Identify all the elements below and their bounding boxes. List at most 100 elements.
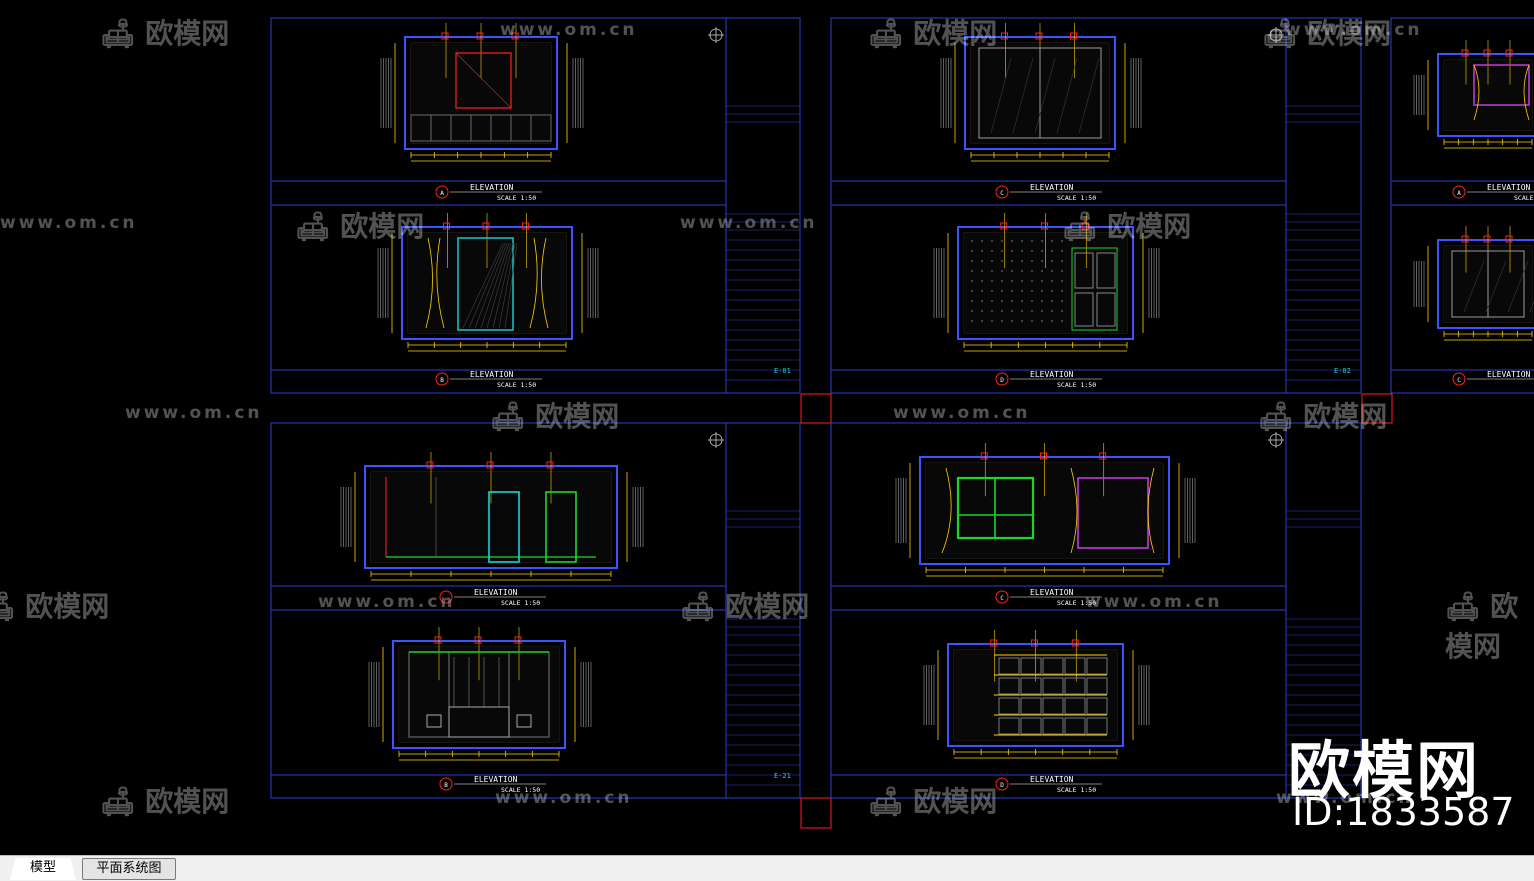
tile-dot (1041, 290, 1043, 292)
glass-hatch (474, 242, 508, 329)
tile-dot (1021, 260, 1023, 262)
view-title-text: ELEVATION (1030, 370, 1074, 379)
marker-tag (1041, 222, 1048, 230)
marker-tag (1099, 452, 1107, 460)
tab-model[interactable]: 模型 (10, 858, 76, 880)
sheet-number: E-21 (774, 772, 791, 780)
glass-hatch (990, 57, 1012, 134)
view-callout-circle (1452, 372, 1466, 386)
marker-tag (980, 452, 988, 460)
brand-watermark: 🛋 欧模网 (100, 17, 230, 50)
marker-tag (1081, 222, 1089, 230)
sheet-connector-marker (800, 797, 832, 829)
shelf-cell (1086, 697, 1108, 715)
shelf-cell (1020, 657, 1042, 675)
view-callout-circle (1452, 185, 1466, 199)
elevation-view (1413, 40, 1534, 149)
view-callout-circle (435, 372, 449, 386)
tile-dot (991, 270, 993, 272)
shelf-cell (1064, 717, 1086, 735)
marker-tag (476, 32, 484, 40)
tile-dot (1051, 280, 1053, 282)
site-watermark: www.om.cn (1285, 20, 1423, 40)
glass-hatch (1485, 260, 1507, 313)
marker-tag (522, 222, 529, 230)
door-frame (1071, 247, 1118, 331)
view-title-text: ELEVATION (474, 775, 518, 784)
drawer (530, 114, 552, 142)
tile-dot (1041, 300, 1043, 302)
view-title-text: ELEVATION (1487, 370, 1531, 379)
tile-dot (971, 280, 973, 282)
tile-dot (1061, 240, 1063, 242)
tile-dot (1021, 240, 1023, 242)
tile-dot (1051, 300, 1053, 302)
tile-dot (1001, 250, 1003, 252)
view-callout-circle (439, 590, 453, 604)
tile-dot (1031, 310, 1033, 312)
tile-dot (991, 250, 993, 252)
curtain (425, 237, 549, 329)
brand-watermark: 🛋 欧模网 (100, 785, 230, 818)
tile-dot (971, 260, 973, 262)
tile-dot (1031, 300, 1033, 302)
marker-tag (1461, 49, 1469, 57)
panel-diagonal (455, 52, 512, 109)
marker-tag (511, 32, 519, 40)
elevation-view (923, 630, 1150, 759)
elevation-view (933, 213, 1160, 352)
tile-dot (1001, 280, 1003, 282)
tile-dot (981, 290, 983, 292)
tile-dot (1041, 280, 1043, 282)
brand-watermark: 🛋 欧模网 (868, 17, 998, 50)
marker-tag (1070, 32, 1077, 40)
tile-dot (1011, 270, 1013, 272)
elevation-view (380, 23, 584, 162)
tile-dot (1021, 310, 1023, 312)
brand-watermark: 🛋 欧模网 (490, 400, 620, 433)
tile-dot (971, 270, 973, 272)
panel (455, 52, 512, 109)
tab-plan-system[interactable]: 平面系统图 (82, 858, 176, 880)
tile-dot (981, 310, 983, 312)
site-watermark: www.om.cn (500, 20, 638, 40)
marker-tag (1001, 32, 1008, 40)
tile-dot (971, 320, 973, 322)
shelf-cell (1086, 717, 1108, 735)
tile-dot (1061, 270, 1063, 272)
marker-tag (1040, 452, 1047, 460)
glass-hatch (1529, 300, 1534, 313)
view-scale-text: SCALE 1:50 (1057, 599, 1096, 607)
view-callout-circle (435, 185, 449, 199)
brand-watermark: 🛋 欧模网 (1262, 17, 1392, 50)
brand-watermark: 🛋 欧模网 (0, 590, 110, 623)
glass-hatch (1507, 260, 1529, 313)
sheet-connector-marker (1361, 393, 1393, 424)
tile-dot (1061, 280, 1063, 282)
tile-dot (1031, 270, 1033, 272)
tile-dot (1051, 310, 1053, 312)
tile-dot (1051, 320, 1053, 322)
elevation-view (1413, 226, 1534, 341)
marker-tag (426, 461, 434, 469)
view-title-text: ELEVATION (1030, 183, 1074, 192)
site-watermark: www.om.cn (1085, 592, 1223, 612)
shelf-cell (1064, 677, 1086, 695)
shelf-cell (1064, 697, 1086, 715)
tile-dot (1001, 310, 1003, 312)
brand-watermark: 🛋 欧模网 (1062, 210, 1192, 243)
tile-dot (1001, 320, 1003, 322)
elevation-view (940, 23, 1142, 162)
marker-tag (1071, 639, 1079, 647)
brand-watermark-large: 欧模网 (1288, 734, 1481, 807)
tile-dot (991, 310, 993, 312)
tile-dot (1041, 260, 1043, 262)
curtain (941, 467, 1155, 554)
tile-dot (1011, 260, 1013, 262)
window-frame (1473, 64, 1530, 106)
